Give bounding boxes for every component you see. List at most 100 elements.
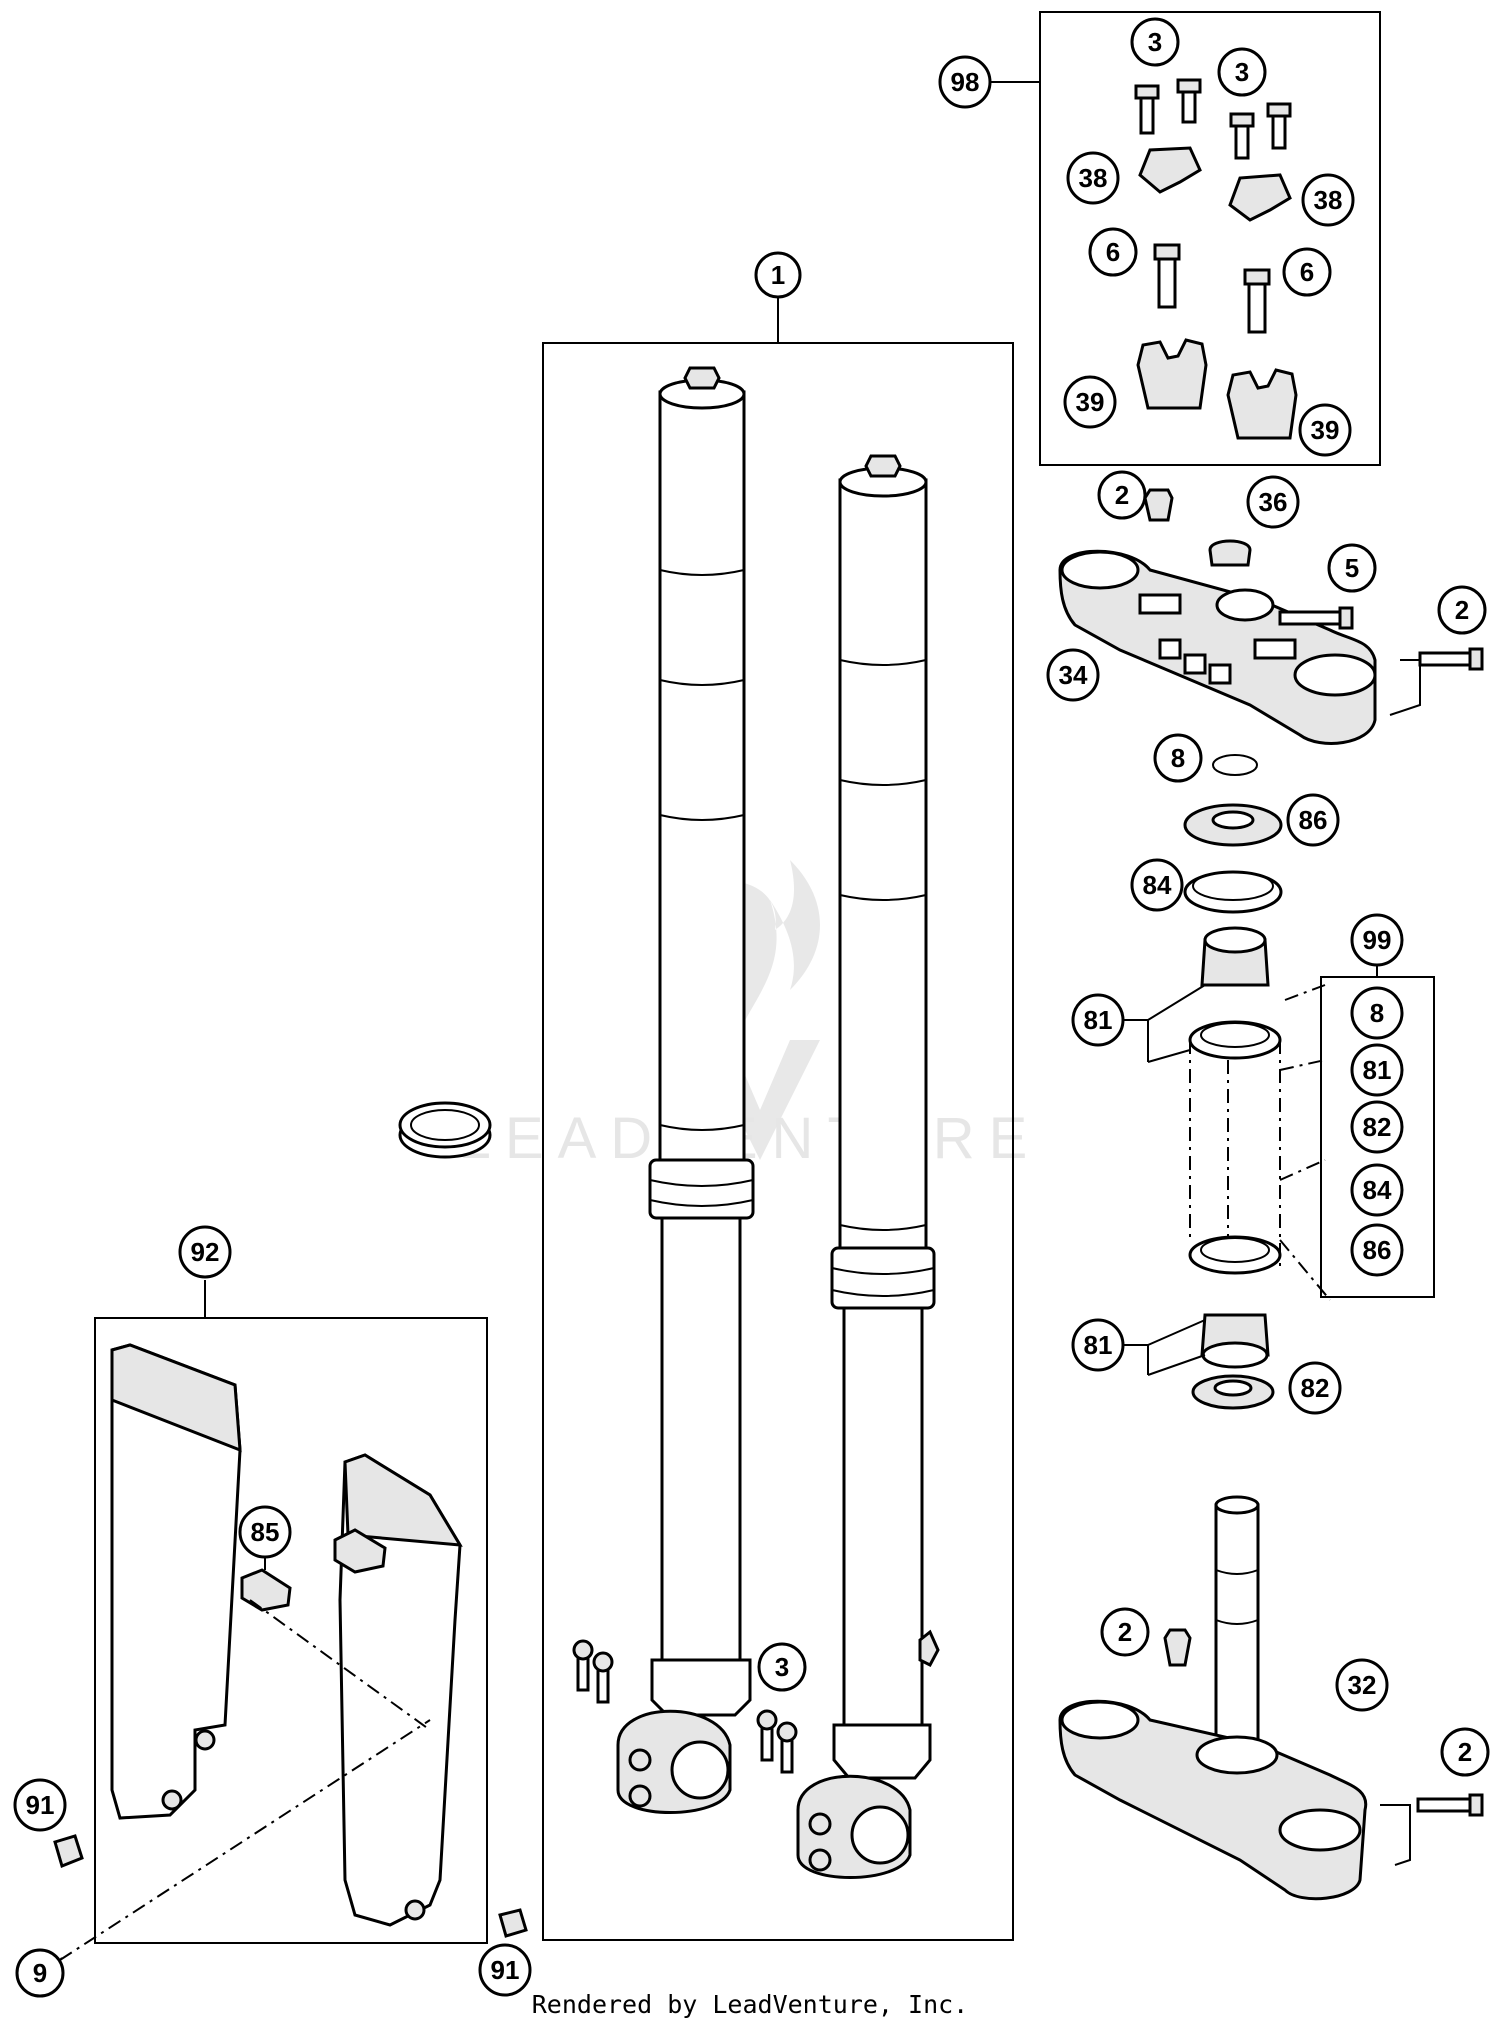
svg-text:34: 34: [1059, 660, 1088, 690]
washer-86: [1183, 803, 1283, 847]
fork-leg-left: [616, 366, 755, 1814]
svg-text:92: 92: [191, 1237, 220, 1267]
callout-38-left: 38: [1066, 151, 1120, 205]
svg-text:3: 3: [1148, 27, 1162, 57]
svg-text:82: 82: [1301, 1373, 1330, 1403]
svg-text:2: 2: [1118, 1617, 1132, 1647]
svg-text:82: 82: [1363, 1112, 1392, 1142]
svg-text:85: 85: [251, 1517, 280, 1547]
callout-81-bottom: 81: [1071, 1318, 1125, 1372]
bearing-81-top: [1200, 926, 1270, 987]
svg-text:81: 81: [1084, 1330, 1113, 1360]
steering-head-tube: [1188, 984, 1331, 1301]
callout-5: 5: [1327, 543, 1377, 593]
svg-text:5: 5: [1345, 553, 1359, 583]
fork-clamp-bolts: [572, 1639, 798, 1774]
bolt-2-top: [1143, 488, 1174, 522]
callout-6-right: 6: [1282, 247, 1332, 297]
upper-triple-clamp: [1058, 549, 1377, 745]
svg-text:3: 3: [775, 1652, 789, 1682]
svg-text:2: 2: [1458, 1737, 1472, 1767]
svg-text:38: 38: [1079, 163, 1108, 193]
kit-99-item-86: 86: [1350, 1223, 1404, 1277]
svg-text:99: 99: [1363, 925, 1392, 955]
callout-39-left: 39: [1063, 375, 1117, 429]
svg-text:91: 91: [26, 1790, 55, 1820]
callout-91-left: 91: [13, 1778, 67, 1832]
kit-98-box: [1039, 11, 1381, 466]
clamp-base-39-right: [1226, 368, 1298, 440]
bearing-81-bottom: [1200, 1313, 1270, 1369]
callout-84: 84: [1130, 858, 1184, 912]
callout-85: 85: [238, 1505, 292, 1559]
svg-text:39: 39: [1076, 387, 1105, 417]
callout-82: 82: [1288, 1361, 1342, 1415]
clamp-base-39-left: [1136, 338, 1208, 410]
callout-6-left: 6: [1088, 227, 1138, 277]
o-ring-8: [1212, 754, 1258, 776]
screw-91-left: [53, 1834, 84, 1869]
svg-text:3: 3: [1235, 57, 1249, 87]
svg-text:91: 91: [491, 1955, 520, 1985]
svg-text:39: 39: [1311, 415, 1340, 445]
svg-text:84: 84: [1363, 1175, 1392, 1205]
bolt-6-left: [1157, 253, 1177, 309]
callout-2-lower-top: 2: [1100, 1607, 1150, 1657]
callout-99: 99: [1350, 913, 1404, 967]
svg-text:86: 86: [1299, 805, 1328, 835]
svg-text:38: 38: [1314, 185, 1343, 215]
callout-91-right: 91: [478, 1943, 532, 1997]
screw-91-right: [498, 1908, 528, 1938]
svg-text:6: 6: [1106, 237, 1120, 267]
svg-text:32: 32: [1348, 1670, 1377, 1700]
svg-text:6: 6: [1300, 257, 1314, 287]
fork-ring: [398, 1101, 492, 1159]
callout-34: 34: [1046, 648, 1100, 702]
seal-82: [1191, 1374, 1275, 1410]
svg-text:84: 84: [1143, 870, 1172, 900]
callout-36: 36: [1246, 475, 1300, 529]
clamp-half-38-right: [1228, 173, 1292, 222]
svg-text:2: 2: [1115, 480, 1129, 510]
callout-92: 92: [178, 1225, 232, 1279]
kit-99-item-8: 8: [1350, 986, 1404, 1040]
callout-98: 98: [938, 55, 992, 109]
callout-39-right: 39: [1298, 403, 1352, 457]
svg-text:9: 9: [33, 1958, 47, 1988]
callout-32: 32: [1335, 1658, 1389, 1712]
callout-81-top: 81: [1071, 993, 1125, 1047]
callout-9: 9: [15, 1948, 65, 1998]
watermark: LEADVENTURE: [459, 860, 1027, 1171]
seal-84: [1183, 870, 1283, 914]
callout-3-top-right: 3: [1217, 47, 1267, 97]
callout-38-right: 38: [1301, 173, 1355, 227]
bolt-5: [1278, 610, 1342, 626]
callout-3-top-left: 3: [1130, 17, 1180, 67]
bolt-6-right: [1247, 278, 1267, 334]
fork-guard-box: [94, 1317, 488, 1944]
svg-text:1: 1: [771, 260, 785, 290]
clamp-half-38-left: [1138, 146, 1202, 194]
svg-text:36: 36: [1259, 487, 1288, 517]
callout-3-fork: 3: [757, 1642, 807, 1692]
svg-text:8: 8: [1370, 998, 1384, 1028]
kit-99-item-84: 84: [1350, 1163, 1404, 1217]
svg-text:81: 81: [1084, 1005, 1113, 1035]
callout-8: 8: [1153, 733, 1203, 783]
svg-text:8: 8: [1171, 743, 1185, 773]
callout-2-upper-side: 2: [1437, 585, 1487, 635]
cap-36: [1208, 539, 1252, 567]
svg-text:86: 86: [1363, 1235, 1392, 1265]
bolt-2-lower-top: [1163, 1628, 1192, 1667]
callout-2-lower-side: 2: [1440, 1727, 1490, 1777]
kit-99-item-82: 82: [1350, 1100, 1404, 1154]
lower-triple-clamp: [1058, 1495, 1368, 1901]
fork-leg-right: [796, 454, 940, 1879]
svg-text:81: 81: [1363, 1055, 1392, 1085]
callout-86: 86: [1286, 793, 1340, 847]
render-credit: Rendered by LeadVenture, Inc.: [531, 1990, 969, 2019]
svg-text:2: 2: [1455, 595, 1469, 625]
bolt-set-top: [1134, 78, 1292, 160]
callout-1: 1: [754, 251, 802, 299]
